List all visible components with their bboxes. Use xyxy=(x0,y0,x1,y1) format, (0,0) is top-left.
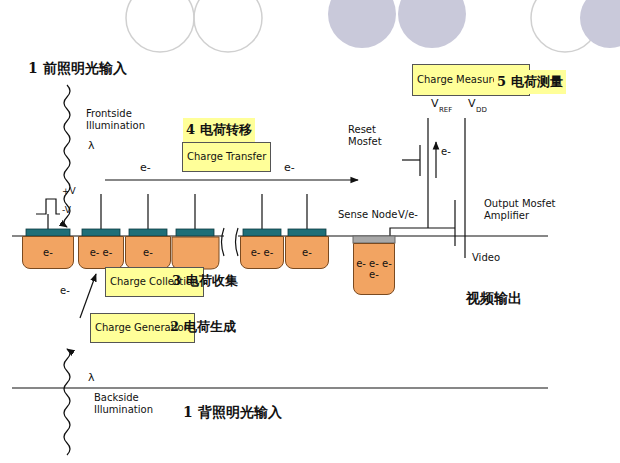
drawing-stroke xyxy=(236,228,239,256)
wavelength-symbol: λ xyxy=(88,372,95,385)
potential-well: e- e- xyxy=(78,236,124,269)
callout-label: 3 电荷收集 xyxy=(172,274,238,289)
drawing-stroke xyxy=(328,0,620,48)
drawing-stroke xyxy=(12,387,548,388)
electron-label: e- xyxy=(140,162,151,175)
illumination-label: Frontside Illumination xyxy=(86,108,158,131)
callout-highlight: 4 电荷转移 xyxy=(183,118,255,142)
drawing-stroke xyxy=(402,159,420,160)
signal-subscript: REF xyxy=(439,106,452,114)
node-text: Charge Transfer xyxy=(187,151,266,163)
drawing-stroke xyxy=(105,179,358,180)
drawing-stroke xyxy=(36,199,60,214)
wavelength-symbol: λ xyxy=(88,140,95,153)
drawing-stroke xyxy=(306,194,307,229)
potential-well: e- e- xyxy=(240,236,284,269)
component-label: Reset Mosfet xyxy=(348,124,400,147)
drawing-stroke xyxy=(194,194,195,229)
signal-name: Video xyxy=(472,252,500,264)
signal-name: V xyxy=(431,98,439,111)
node-text: e- e- xyxy=(251,247,274,259)
drawing-stroke xyxy=(100,194,101,229)
callout-label: 1 背照明光输入 xyxy=(183,404,282,420)
voltage-label: -V xyxy=(62,205,71,215)
potential-well: e- xyxy=(22,236,74,269)
drawing-stroke xyxy=(353,236,395,243)
drawing-stroke xyxy=(398,0,466,48)
electron-label: e- xyxy=(60,285,70,297)
drawing-stroke xyxy=(176,229,214,236)
drawing-stroke xyxy=(194,0,262,52)
callout-highlight: 5 电荷测量 xyxy=(494,70,566,94)
drawing-stroke xyxy=(12,85,548,455)
node-text: e- xyxy=(143,247,153,259)
drawing-stroke xyxy=(328,0,396,48)
component-label: Sense Node xyxy=(338,209,397,221)
callout-label: 2 电荷生成 xyxy=(170,320,236,335)
signal-name: V xyxy=(468,98,476,111)
signal-name: V/e- xyxy=(398,209,418,221)
electron-label: e- xyxy=(284,162,295,175)
callout-label: 1 前照明光输入 xyxy=(28,60,127,76)
node-text: 4 电荷转移 xyxy=(186,121,252,139)
drawing-stroke xyxy=(26,229,70,236)
drawing-stroke xyxy=(26,229,326,236)
drawing-stroke xyxy=(64,349,70,455)
drawing-stroke xyxy=(435,142,436,178)
drawing-stroke xyxy=(80,274,96,318)
drawing-stroke xyxy=(427,118,428,228)
potential-well: e- xyxy=(125,236,171,269)
drawing-stroke xyxy=(82,229,120,236)
drawing-stroke xyxy=(129,229,167,236)
drawing-stroke xyxy=(261,194,262,229)
node-text: e- e- e- e- xyxy=(356,258,392,281)
drawing-stroke xyxy=(47,214,48,229)
electron-label: e- xyxy=(441,146,451,158)
drawing-stroke xyxy=(172,237,219,269)
illumination-label: Backside Illumination xyxy=(94,392,166,415)
drawing-stroke xyxy=(454,200,455,246)
node-text: e- xyxy=(302,247,312,259)
drawing-stroke xyxy=(419,145,420,176)
drawing-stroke xyxy=(580,0,620,48)
drawing-stroke xyxy=(390,228,455,236)
node-text: e- xyxy=(43,247,53,259)
node-text: 5 电荷测量 xyxy=(497,73,563,91)
callout-label: 视频输出 xyxy=(466,290,522,306)
drawing-stroke xyxy=(222,228,225,256)
component-label: Output Mosfet Amplifier xyxy=(484,198,556,221)
stage-box: Charge Transfer xyxy=(182,142,271,172)
sense-well: e- e- e- e- xyxy=(353,243,395,295)
drawing-stroke xyxy=(288,229,326,236)
signal-subscript: DD xyxy=(476,106,487,114)
drawing-stroke xyxy=(464,118,465,258)
potential-well: e- xyxy=(285,236,329,269)
drawing-stroke xyxy=(126,0,194,52)
voltage-label: +V xyxy=(62,186,76,196)
node-text: e- e- xyxy=(90,247,113,259)
drawing-stroke xyxy=(243,229,281,236)
drawing-stroke xyxy=(147,194,148,229)
